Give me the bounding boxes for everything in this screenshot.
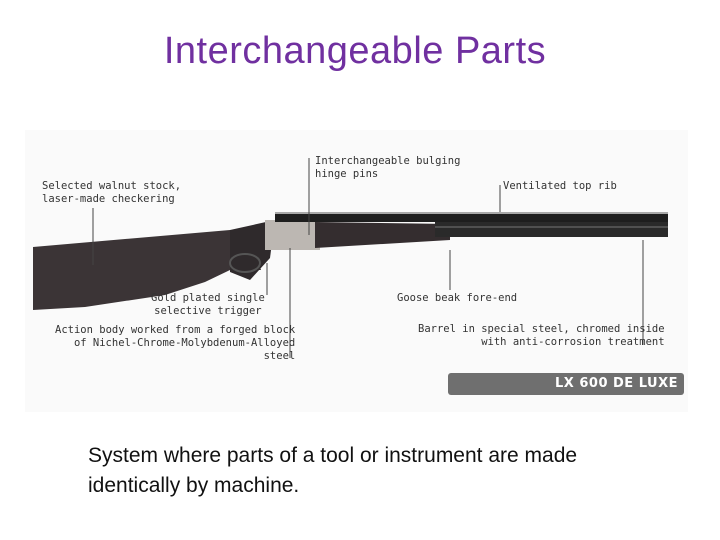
callout-trigger: Gold plated single selective trigger <box>151 292 265 317</box>
model-name: LX 600 DE LUXE <box>555 376 678 391</box>
fore-end <box>315 222 450 248</box>
callout-top-rib: Ventilated top rib <box>503 180 617 192</box>
callout-action-body: Action body worked from a forged block o… <box>55 324 296 362</box>
shotgun-illustration <box>33 158 668 358</box>
shotgun-diagram: Interchangeable bulging hinge pins Selec… <box>25 130 688 412</box>
callout-barrel: Barrel in special steel, chromed inside … <box>418 323 665 348</box>
pistol-grip <box>230 220 275 280</box>
slide-title: Interchangeable Parts <box>163 30 547 72</box>
trigger-guard <box>229 253 261 273</box>
callout-walnut-stock: Selected walnut stock, laser-made checke… <box>42 180 182 205</box>
callout-fore-end: Goose beak fore-end <box>397 292 518 304</box>
leader-lines <box>92 158 644 358</box>
walnut-stock <box>33 230 261 310</box>
barrel-top <box>275 214 668 222</box>
action-body <box>265 220 320 250</box>
model-banner: LX 600 DE LUXE <box>448 373 684 395</box>
callout-hinge-pins: Interchangeable bulging hinge pins <box>315 155 461 180</box>
barrel-bottom <box>435 222 668 237</box>
slide-caption: System where parts of a tool or instrume… <box>88 444 578 497</box>
